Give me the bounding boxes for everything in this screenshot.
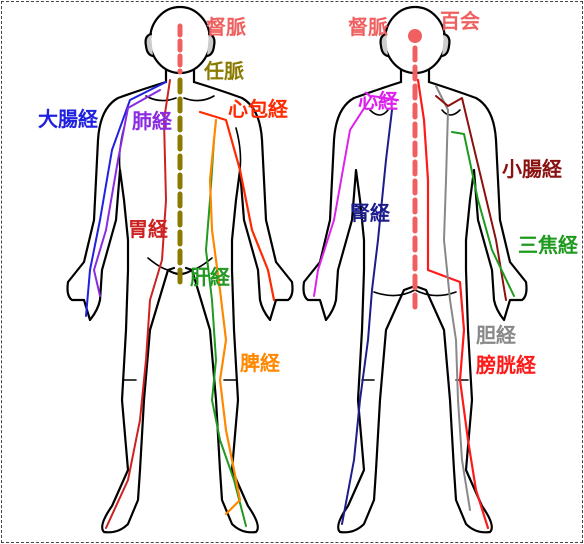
label-hikei: 脾経 <box>240 351 281 375</box>
label-daichokei: 大腸経 <box>38 107 99 131</box>
label-ninmyaku: 任脈 <box>203 59 244 83</box>
label-haikei: 肺経 <box>132 109 173 133</box>
shinkei-line <box>314 96 398 296</box>
hyakue-point <box>408 29 422 43</box>
label-shinkei: 心経 <box>358 89 399 113</box>
label-shinpokei: 心包経 <box>228 97 289 121</box>
label-jinkei: 腎経 <box>350 201 391 225</box>
label-ikei: 胃経 <box>128 217 169 241</box>
label-shoukei: 小腸経 <box>502 157 563 181</box>
label-tankei: 胆経 <box>476 323 517 347</box>
label-kankei: 肝経 <box>190 265 231 289</box>
label-tokumyaku-front: 督脈 <box>206 15 246 39</box>
label-boukoukei: 膀胱経 <box>475 353 537 377</box>
label-sanshoukei: 三焦経 <box>518 233 579 257</box>
label-tokumyaku-back: 督脈 <box>348 15 388 39</box>
ikei-line <box>106 80 170 528</box>
label-hyakue: 百会 <box>440 9 480 33</box>
jinkei-line <box>342 110 392 524</box>
